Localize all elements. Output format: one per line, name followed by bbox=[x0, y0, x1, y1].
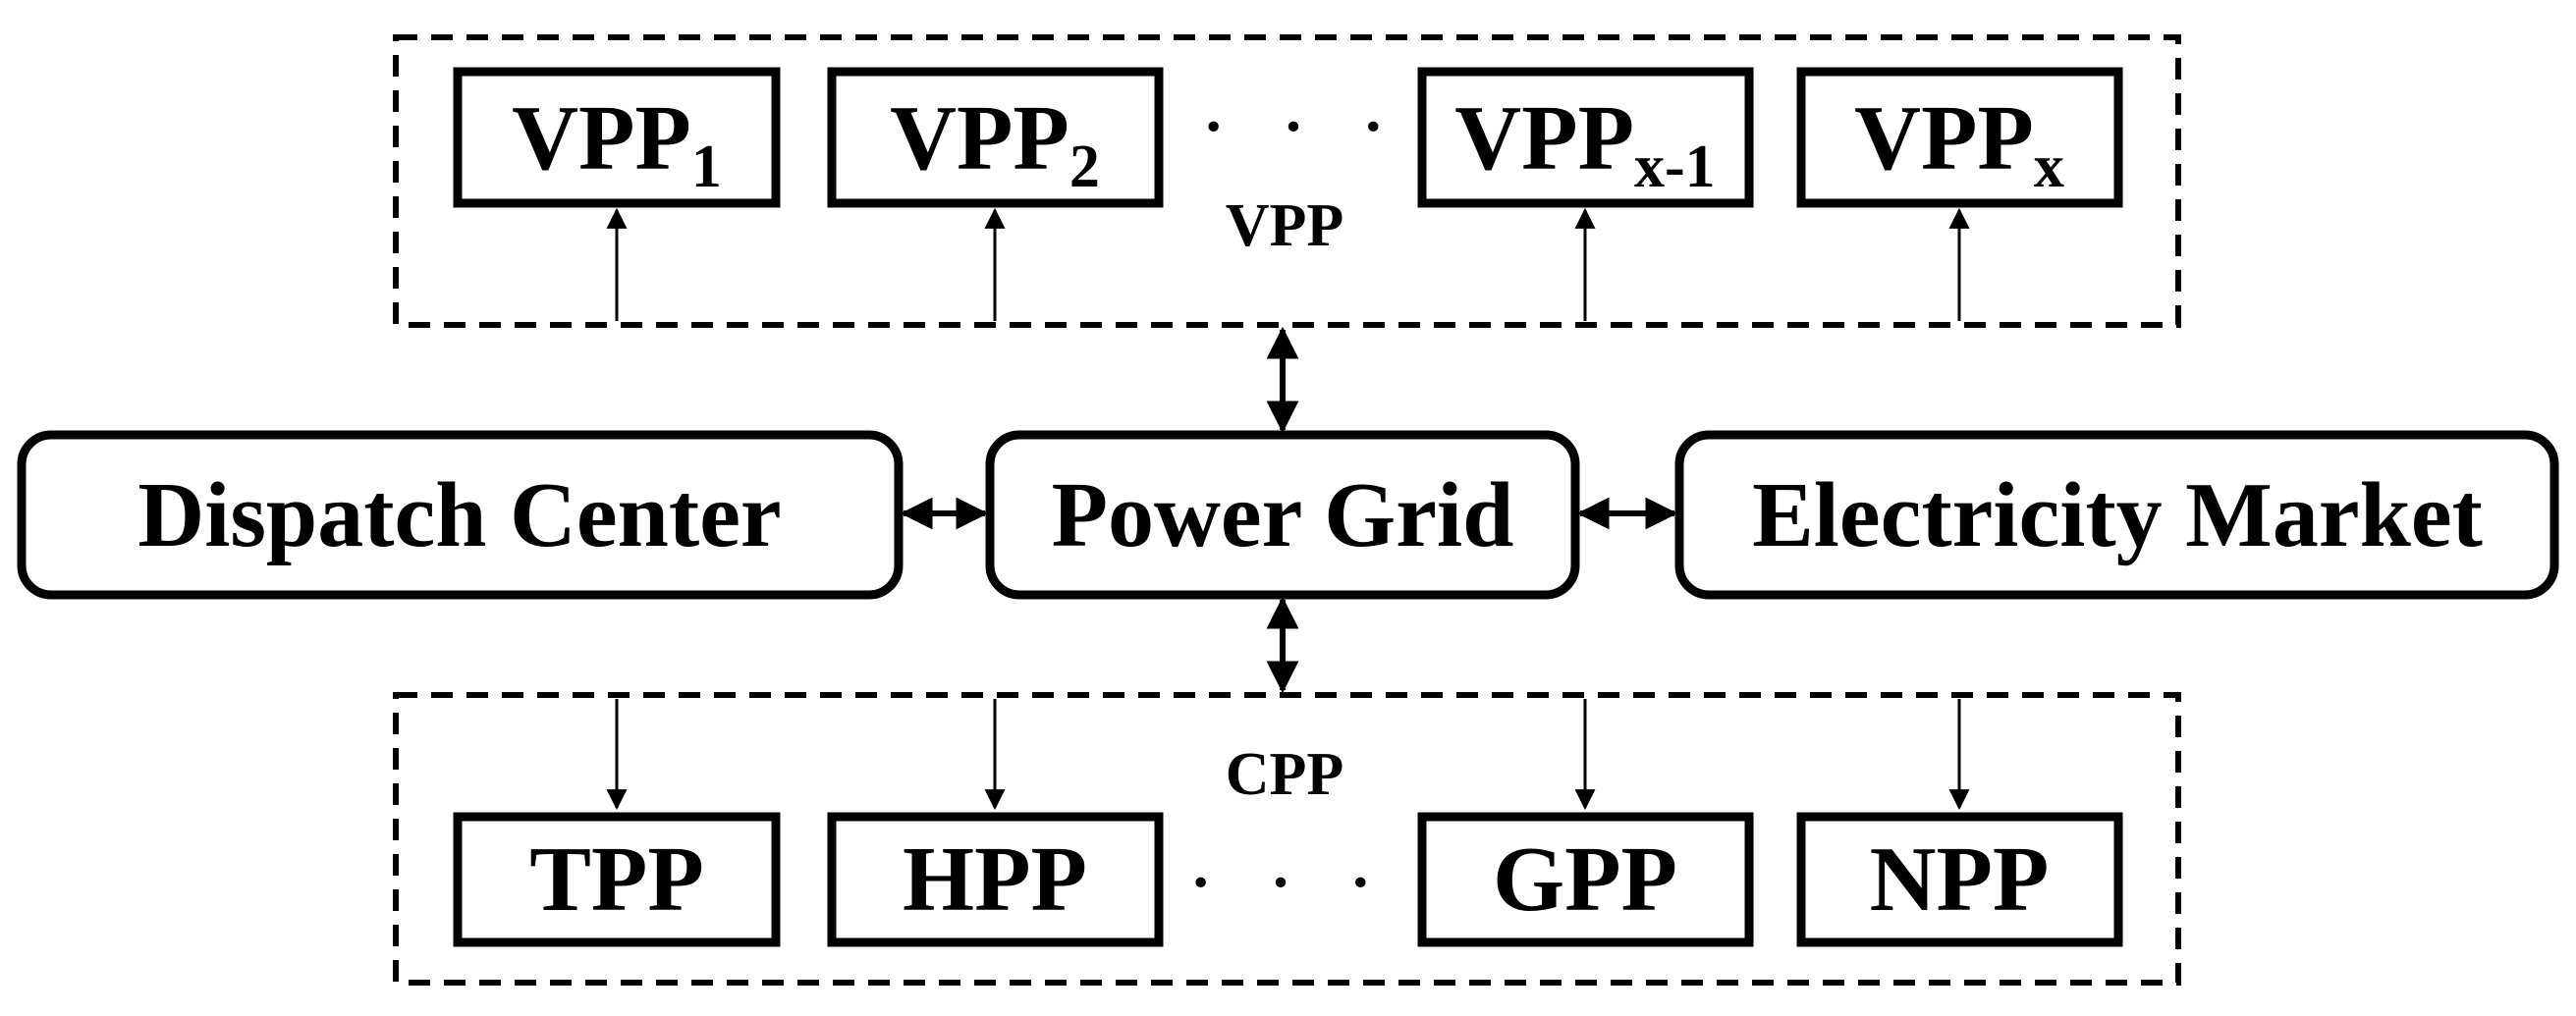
vpp-group-container bbox=[393, 34, 2181, 328]
electricity-market-box: Electricity Market bbox=[1674, 430, 2559, 600]
cpp-unit-gpp-label: GPP bbox=[1493, 829, 1677, 931]
cpp-group-label: CPP bbox=[1226, 741, 1344, 808]
dispatch-center-label: Dispatch Center bbox=[137, 464, 781, 566]
cpp-ellipsis: · · · bbox=[1190, 847, 1393, 917]
cpp-unit-gpp: GPP bbox=[1417, 812, 1754, 947]
vpp-unit-x-1-label: VPP bbox=[1454, 87, 1634, 189]
cpp-unit-hpp: HPP bbox=[827, 812, 1164, 947]
electricity-market-label: Electricity Market bbox=[1752, 464, 2483, 566]
vpp-unit-2-label: VPP bbox=[890, 87, 1069, 189]
vpp-ellipsis: · · · bbox=[1203, 91, 1405, 161]
vpp-unit-x-subscript: x bbox=[2034, 134, 2064, 200]
vpp-unit-x: VPPx bbox=[1796, 67, 2123, 208]
cpp-unit-npp: NPP bbox=[1796, 812, 2123, 947]
svg-text:VPP2: VPP2 bbox=[890, 87, 1100, 200]
cpp-group-container bbox=[393, 692, 2181, 986]
dispatch-center-box: Dispatch Center bbox=[17, 430, 904, 600]
svg-text:VPP1: VPP1 bbox=[512, 87, 722, 200]
vpp-unit-2: VPP2 bbox=[827, 67, 1164, 208]
cpp-unit-tpp: TPP bbox=[453, 812, 781, 947]
vpp-unit-2-subscript: 2 bbox=[1069, 134, 1100, 200]
power-grid-box: Power Grid bbox=[985, 430, 1580, 600]
vpp-unit-x-1: VPPx-1 bbox=[1417, 67, 1754, 208]
vpp-unit-x-1-subscript: x-1 bbox=[1634, 134, 1716, 200]
svg-text:VPPx-1: VPPx-1 bbox=[1454, 87, 1715, 200]
vpp-unit-1-label: VPP bbox=[512, 87, 691, 189]
cpp-unit-npp-label: NPP bbox=[1870, 829, 2050, 931]
vpp-unit-1-subscript: 1 bbox=[691, 134, 722, 200]
cpp-unit-tpp-label: TPP bbox=[529, 829, 704, 931]
vpp-unit-1: VPP1 bbox=[453, 67, 781, 208]
vpp-group-label: VPP bbox=[1226, 192, 1344, 259]
svg-text:VPPx: VPPx bbox=[1854, 87, 2064, 200]
power-grid-label: Power Grid bbox=[1052, 464, 1514, 566]
cpp-unit-hpp-label: HPP bbox=[903, 829, 1087, 931]
vpp-unit-x-label: VPP bbox=[1854, 87, 2034, 189]
